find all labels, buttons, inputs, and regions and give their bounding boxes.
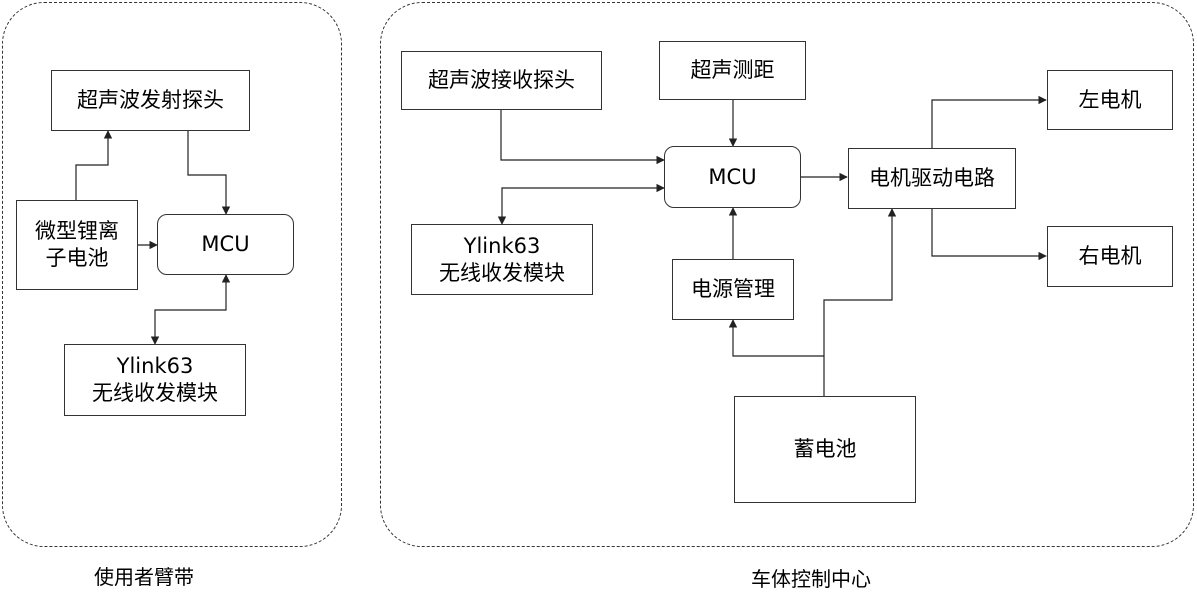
power-management-label: 电源管理 bbox=[691, 277, 775, 301]
arrow-mcu-wireless-bidirectional-right bbox=[497, 183, 665, 225]
arrow-battery-to-power bbox=[728, 319, 824, 357]
left-motor-label: 左电机 bbox=[1078, 87, 1142, 112]
ultrasonic-receiver-box: 超声波接收探头 bbox=[401, 51, 602, 110]
arrow-receiver-to-mcu bbox=[500, 110, 665, 165]
arrow-battery-to-emitter bbox=[75, 130, 113, 200]
left-group-caption: 使用者臂带 bbox=[94, 565, 194, 589]
arrow-driver-to-left-motor bbox=[931, 95, 1047, 148]
ranging-label: 超声测距 bbox=[690, 58, 775, 82]
left-mcu-box: MCU bbox=[157, 214, 294, 275]
right-wireless-label-line1: Ylink63 bbox=[463, 233, 541, 258]
lithium-battery-box: 微型锂离 子电池 bbox=[16, 200, 138, 290]
storage-battery-box: 蓄电池 bbox=[734, 396, 916, 503]
motor-driver-box: 电机驱动电路 bbox=[848, 148, 1016, 209]
left-group-outline bbox=[2, 2, 342, 547]
arrow-battery-to-driver bbox=[823, 208, 897, 396]
lithium-battery-label-line1: 微型锂离 bbox=[35, 219, 119, 243]
right-mcu-label: MCU bbox=[708, 164, 757, 189]
left-wireless-module-box: Ylink63 无线收发模块 bbox=[64, 344, 246, 416]
storage-battery-label: 蓄电池 bbox=[793, 437, 857, 461]
lithium-battery-label-line2: 子电池 bbox=[45, 246, 109, 270]
right-motor-label: 右电机 bbox=[1078, 244, 1142, 268]
arrow-mcu-wireless-bidirectional bbox=[150, 274, 231, 345]
right-motor-box: 右电机 bbox=[1047, 226, 1173, 287]
motor-driver-label: 电机驱动电路 bbox=[869, 166, 995, 190]
right-wireless-module-box: Ylink63 无线收发模块 bbox=[411, 224, 593, 295]
right-mcu-box: MCU bbox=[664, 146, 801, 208]
right-wireless-label-line2: 无线收发模块 bbox=[439, 260, 565, 285]
ranging-box: 超声测距 bbox=[659, 41, 806, 100]
left-motor-box: 左电机 bbox=[1047, 70, 1173, 130]
left-wireless-label-line1: Ylink63 bbox=[116, 354, 194, 378]
arrow-driver-to-right-motor bbox=[931, 208, 1047, 261]
ultrasonic-receiver-label: 超声波接收探头 bbox=[428, 68, 575, 92]
ultrasonic-emitter-box: 超声波发射探头 bbox=[51, 70, 250, 131]
left-mcu-label: MCU bbox=[201, 232, 250, 256]
left-wireless-label-line2: 无线收发模块 bbox=[92, 381, 218, 405]
ultrasonic-emitter-label: 超声波发射探头 bbox=[77, 88, 224, 112]
arrow-emitter-to-mcu bbox=[187, 131, 231, 215]
right-group-caption: 车体控制中心 bbox=[751, 567, 871, 591]
right-group-outline bbox=[380, 2, 1194, 547]
power-management-box: 电源管理 bbox=[672, 259, 794, 320]
